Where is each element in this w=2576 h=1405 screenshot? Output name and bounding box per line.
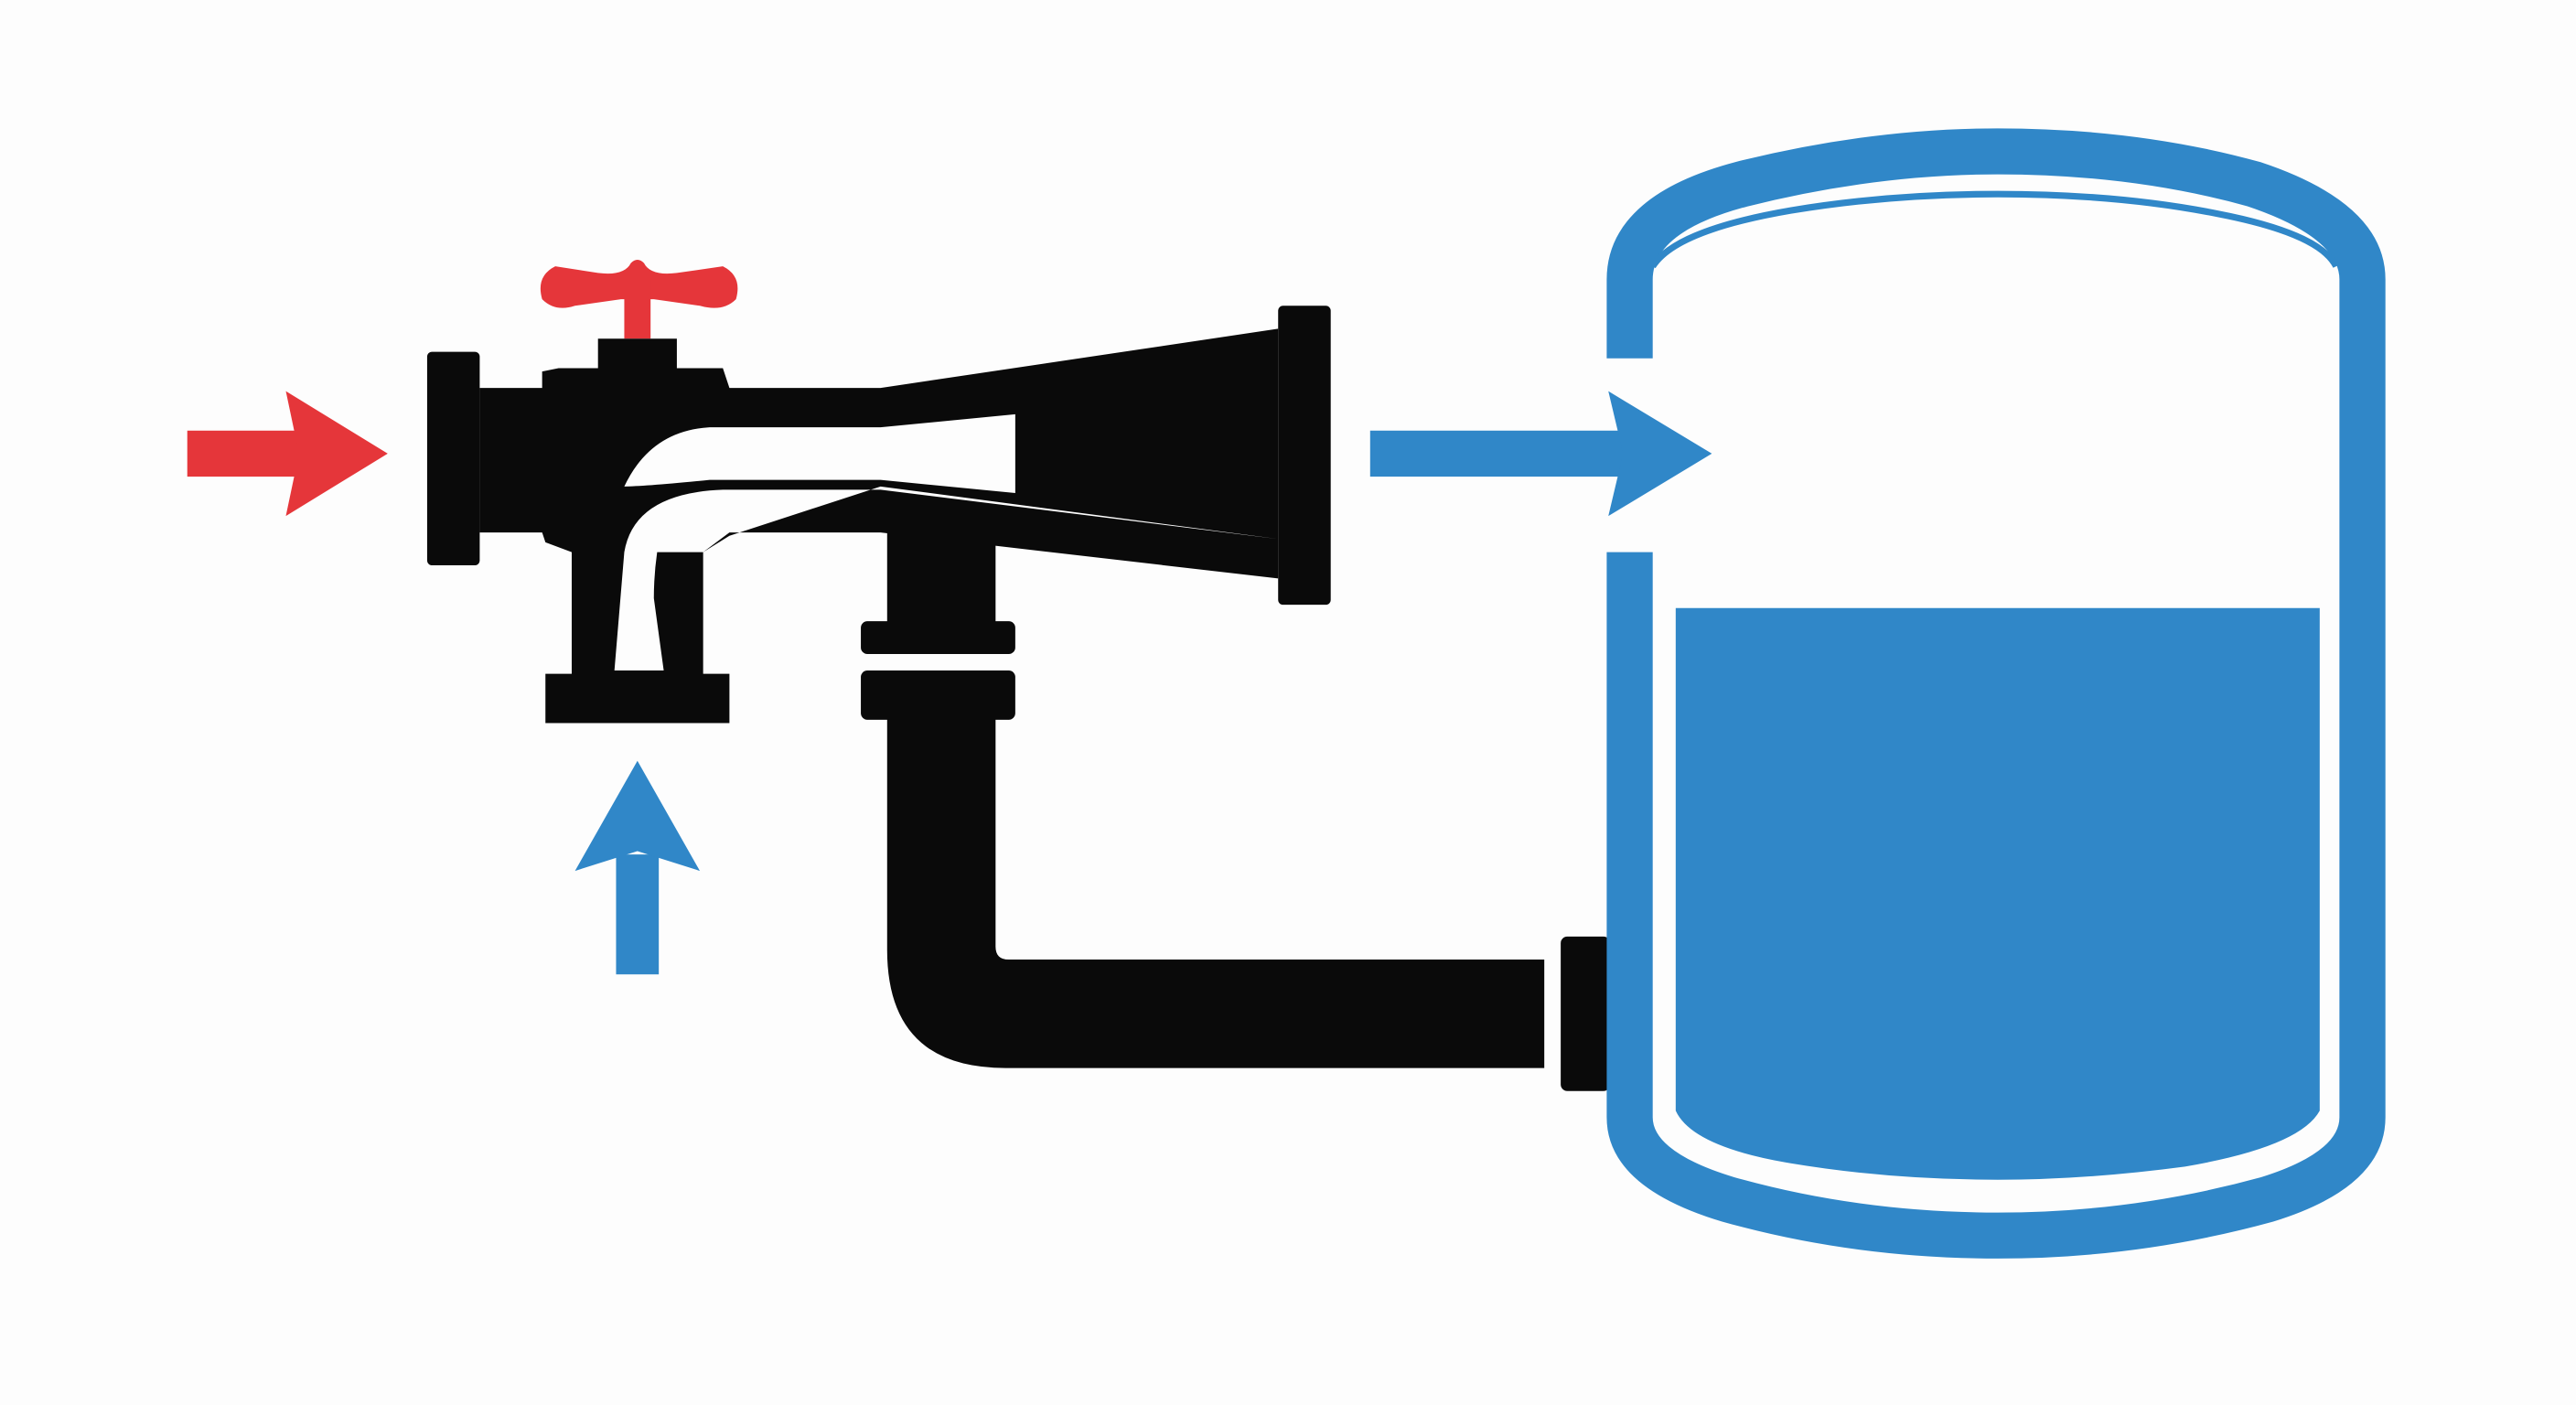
suction-arrow-shaft [616,854,660,975]
elbow-pipe [886,716,1545,1068]
jet-pump-body [426,306,1331,724]
motive-inlet-arrow-icon [187,391,388,517]
motive-arrow-shaft [187,430,303,477]
discharge-arrow-head [1608,391,1712,517]
tank-inner-lip [1649,190,2340,269]
pipe-stub [886,529,996,625]
coupling-upper [861,621,1015,655]
inlet-flange [426,351,480,566]
coupling-lower [861,670,1015,720]
suction-inlet-arrow-icon [574,760,701,975]
storage-tank [1606,128,2386,1259]
discharge-arrow-shaft [1369,430,1634,477]
suction-arrow-head [574,760,701,872]
valve-handle-icon[interactable] [540,260,738,339]
discharge-arrow-icon [1369,391,1712,517]
ejector-housing [479,328,1279,724]
return-elbow-pipe [886,716,1610,1091]
tank-water [1675,607,2320,1180]
tank-inlet-coupling [1561,936,1610,1091]
outlet-flange [1278,306,1331,606]
valve-stem [624,279,651,339]
tank-wall [1606,128,2386,1259]
motive-arrow-head [285,391,388,517]
